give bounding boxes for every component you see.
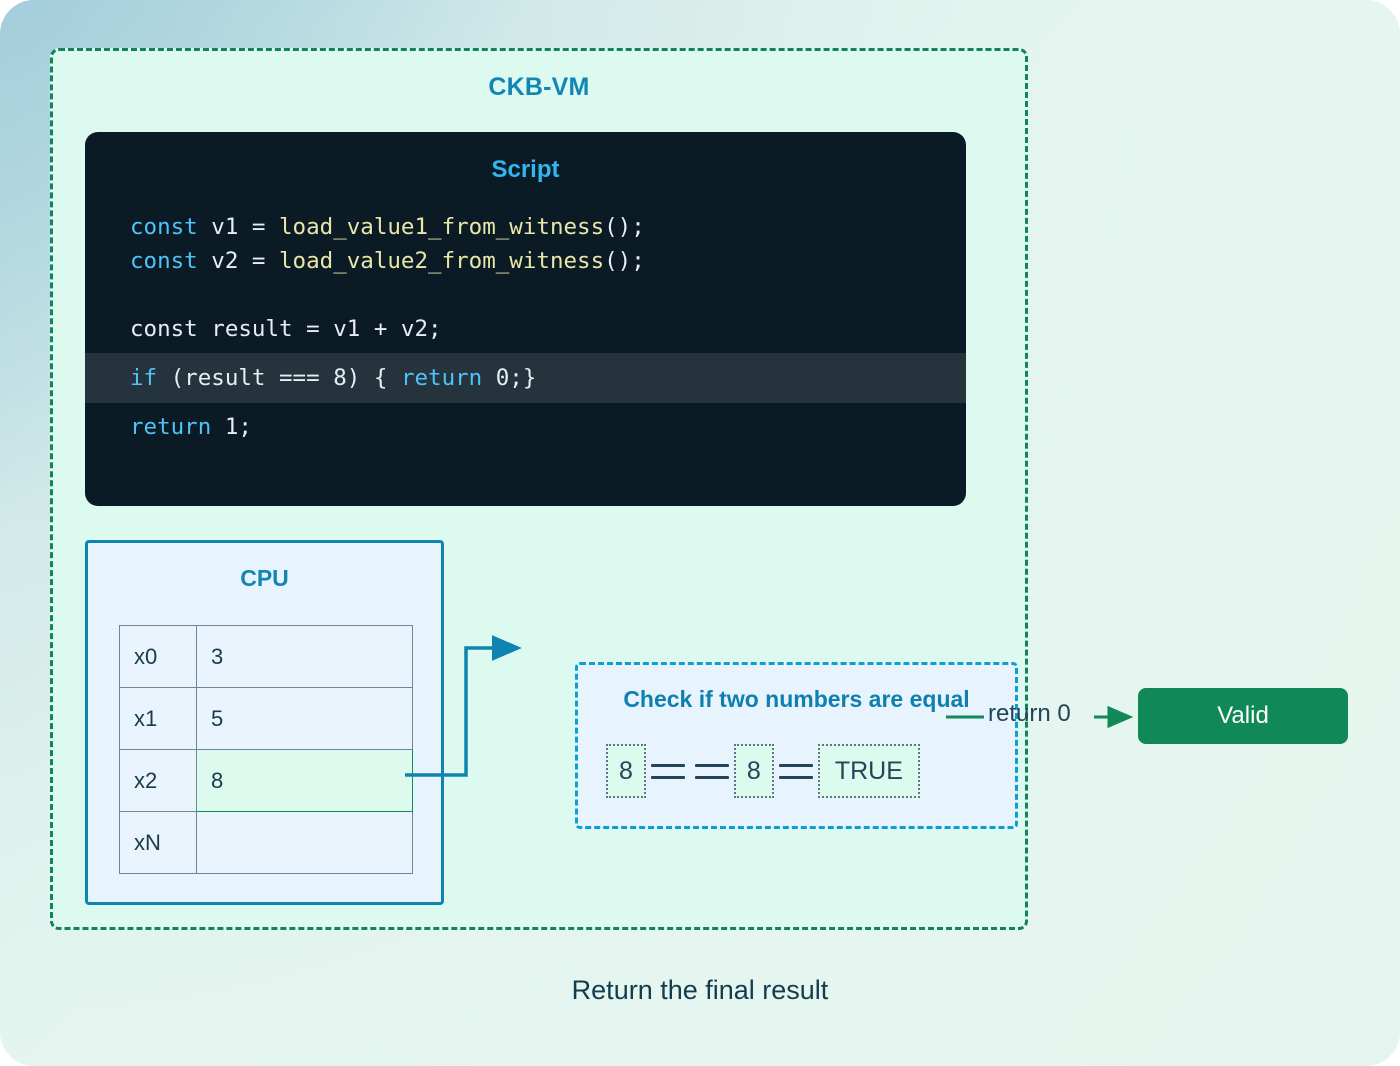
script-card: Script const v1 = load_value1_from_witne… — [85, 132, 966, 506]
code-token: load_value1_from_witness — [279, 214, 605, 240]
equals-sign-icon — [774, 744, 818, 798]
equals-sign-icon — [690, 744, 734, 798]
code-token: v2 = — [197, 248, 280, 274]
code-line: const v1 = load_value1_from_witness(); — [85, 210, 966, 244]
code-line: const v2 = load_value2_from_witness(); — [85, 244, 966, 278]
register-value: 8 — [196, 749, 413, 812]
script-title: Script — [491, 156, 560, 183]
code-line: return 1; — [85, 410, 966, 444]
equality-operand: TRUE — [817, 744, 920, 798]
code-line — [85, 278, 966, 312]
ckb-vm-container: CKB-VM Script const v1 = load_value1_fro… — [50, 48, 1028, 930]
equality-operand: 8 — [606, 744, 646, 798]
code-token: 0;} — [482, 365, 537, 391]
code-token: const — [130, 214, 198, 240]
register-name: x1 — [119, 687, 197, 750]
register-value: 3 — [196, 625, 413, 688]
register-row: xN — [119, 811, 413, 874]
equality-operand: 8 — [733, 744, 774, 798]
code-token: (); — [604, 248, 645, 274]
code-token: (); — [604, 214, 645, 240]
return-code-label: return 0 — [988, 700, 1071, 727]
script-code-block: const v1 = load_value1_from_witness();co… — [85, 210, 966, 444]
code-token: if — [130, 365, 158, 391]
code-token: const — [130, 248, 198, 274]
equality-check-title: Check if two numbers are equal — [623, 686, 970, 712]
code-token: load_value2_from_witness — [279, 248, 605, 274]
code-line-highlighted: if (result === 8) { return 0;} — [85, 353, 966, 403]
cpu-title: CPU — [240, 565, 289, 591]
code-token: return — [400, 365, 483, 391]
code-token: v1 = — [197, 214, 280, 240]
code-token: 1; — [211, 414, 252, 440]
register-value — [196, 811, 413, 874]
register-name: xN — [119, 811, 197, 874]
diagram-caption: Return the final result — [571, 975, 829, 1005]
register-name: x2 — [119, 749, 197, 812]
code-token: (result === 8) { — [157, 365, 401, 391]
register-name: x0 — [119, 625, 197, 688]
valid-badge: Valid — [1138, 688, 1348, 744]
code-token: const result = v1 + v2; — [130, 316, 442, 342]
ckb-vm-title: CKB-VM — [488, 73, 590, 101]
register-value: 5 — [196, 687, 413, 750]
equality-expression: 8 8 TRUE — [606, 744, 920, 798]
code-line: const result = v1 + v2; — [85, 312, 966, 346]
code-token: return — [130, 414, 212, 440]
equals-sign-icon — [646, 744, 690, 798]
equality-check-box: Check if two numbers are equal 8 8 TRUE — [575, 662, 1018, 829]
